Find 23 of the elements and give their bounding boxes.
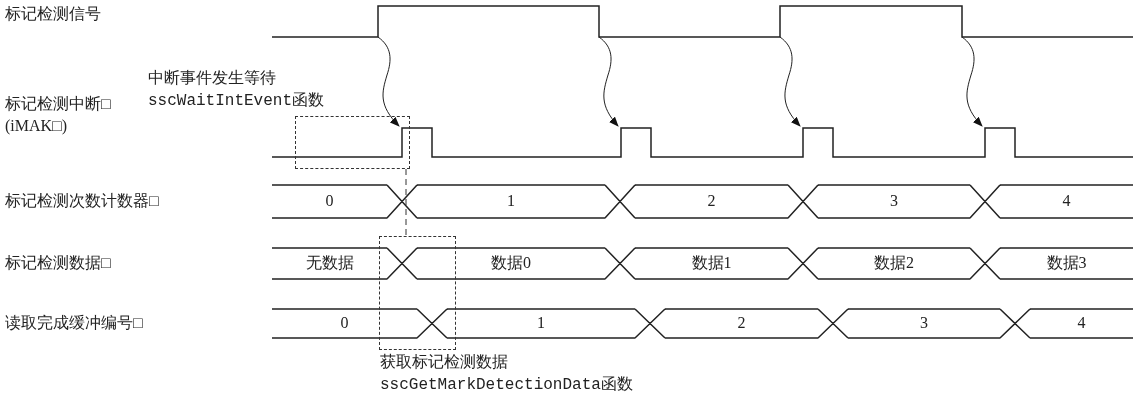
signal-name: 标记检测次数计数器□ — [5, 191, 159, 211]
signal-name: 读取完成缓冲编号□ — [5, 313, 143, 333]
bus-value: 无数据 — [305, 253, 354, 273]
annotation-text: 获取标记检测数据 sscGetMarkDetectionData函数 — [380, 352, 634, 396]
bus-value: 2 — [737, 313, 746, 333]
bus-value: 1 — [537, 313, 545, 333]
signal-name: 标记检测中断□ (iMAK□) — [5, 94, 112, 137]
bus-value: 2 — [707, 191, 716, 211]
bus-value: 0 — [340, 313, 349, 333]
bus-value: 数据3 — [1046, 253, 1087, 273]
annotation-text: 中断事件发生等待 sscWaitIntEvent函数 — [148, 68, 326, 112]
bus-value: 数据0 — [491, 253, 531, 273]
signal-name: 标记检测信号 — [5, 4, 101, 24]
bus-value: 4 — [1062, 191, 1071, 211]
bus-value: 3 — [890, 191, 898, 211]
bus-value: 数据2 — [874, 253, 914, 273]
guide-line — [405, 168, 407, 237]
bus-value: 数据1 — [691, 253, 732, 273]
bus-value: 1 — [507, 191, 515, 211]
signal-name: 标记检测数据□ — [5, 253, 111, 273]
bus-value: 4 — [1077, 313, 1086, 333]
bus-value: 3 — [920, 313, 928, 333]
bus-value: 0 — [325, 191, 334, 211]
